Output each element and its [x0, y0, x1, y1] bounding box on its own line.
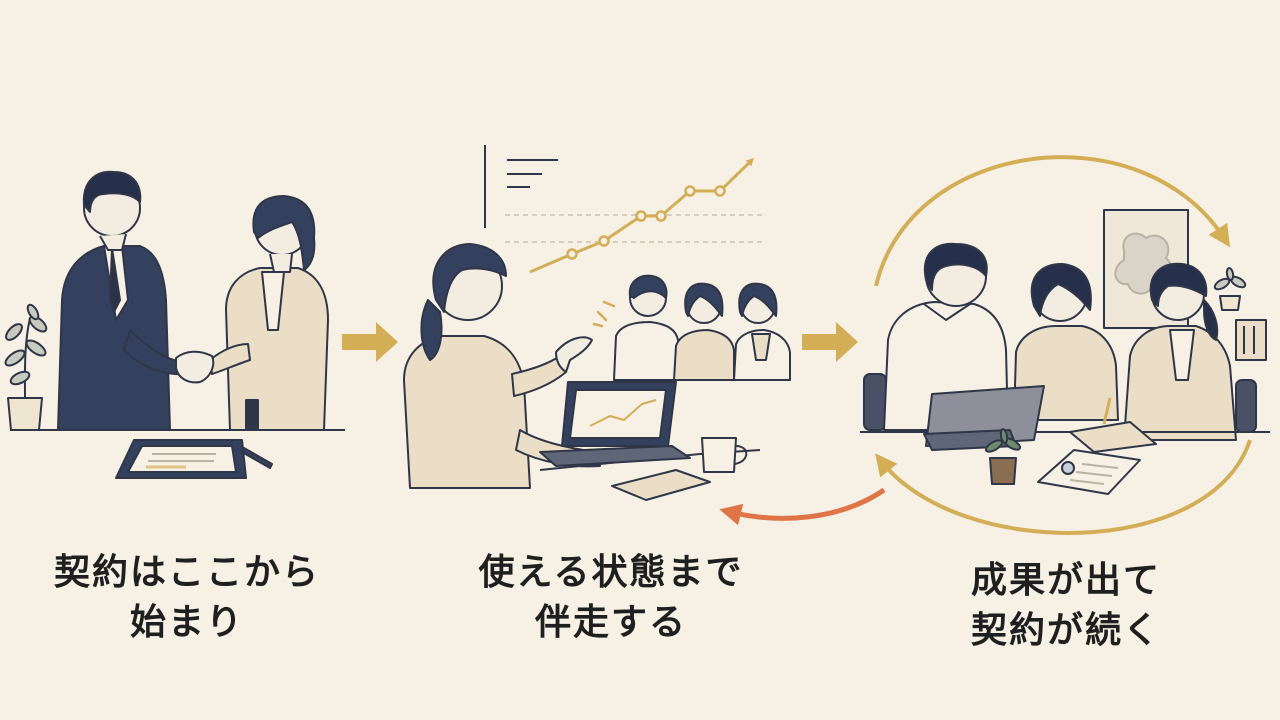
step-1-caption: 契約はここから 始まり: [27, 548, 347, 648]
cycle-arrow-icon: [874, 155, 1231, 287]
notebook: [611, 469, 711, 501]
step-3-caption: 成果が出て 契約が続く: [906, 556, 1226, 656]
laptop-icon: [539, 381, 691, 467]
scene-contract-handshake: [4, 170, 345, 479]
step-3-line-2: 契約が続く: [970, 610, 1161, 651]
plant-icon: [984, 428, 1022, 485]
scene-support: [403, 145, 791, 501]
contract-document: [115, 439, 247, 479]
growth-chart: [484, 145, 765, 274]
step-1-line-1: 契約はここから: [53, 552, 320, 593]
laptop-icon: [923, 385, 1045, 451]
team-woman-right: [1123, 262, 1237, 441]
step-2-line-2: 伴走する: [534, 602, 687, 643]
sparkle-icon: [592, 300, 616, 328]
report-document: [1037, 449, 1141, 495]
businessman: [57, 170, 187, 431]
audience-group: [613, 274, 791, 381]
step-1-line-2: 始まり: [129, 602, 244, 643]
arrow-right-icon: [342, 322, 398, 362]
step-2-line-1: 使える状態まで: [478, 552, 744, 593]
coffee-cup-icon: [701, 437, 748, 473]
businesswoman: [209, 195, 329, 431]
presenter-woman: [403, 243, 601, 489]
arrow-right-icon: [802, 322, 858, 362]
step-2-caption: 使える状態まで 伴走する: [451, 548, 771, 648]
scene-team-results: [860, 209, 1270, 495]
step-3-line-1: 成果が出て: [970, 560, 1161, 601]
cycle-arrow-return: [875, 439, 1252, 535]
plant-icon: [1213, 267, 1247, 311]
feedback-arrow-icon: [719, 487, 886, 526]
plant-icon: [4, 303, 48, 431]
